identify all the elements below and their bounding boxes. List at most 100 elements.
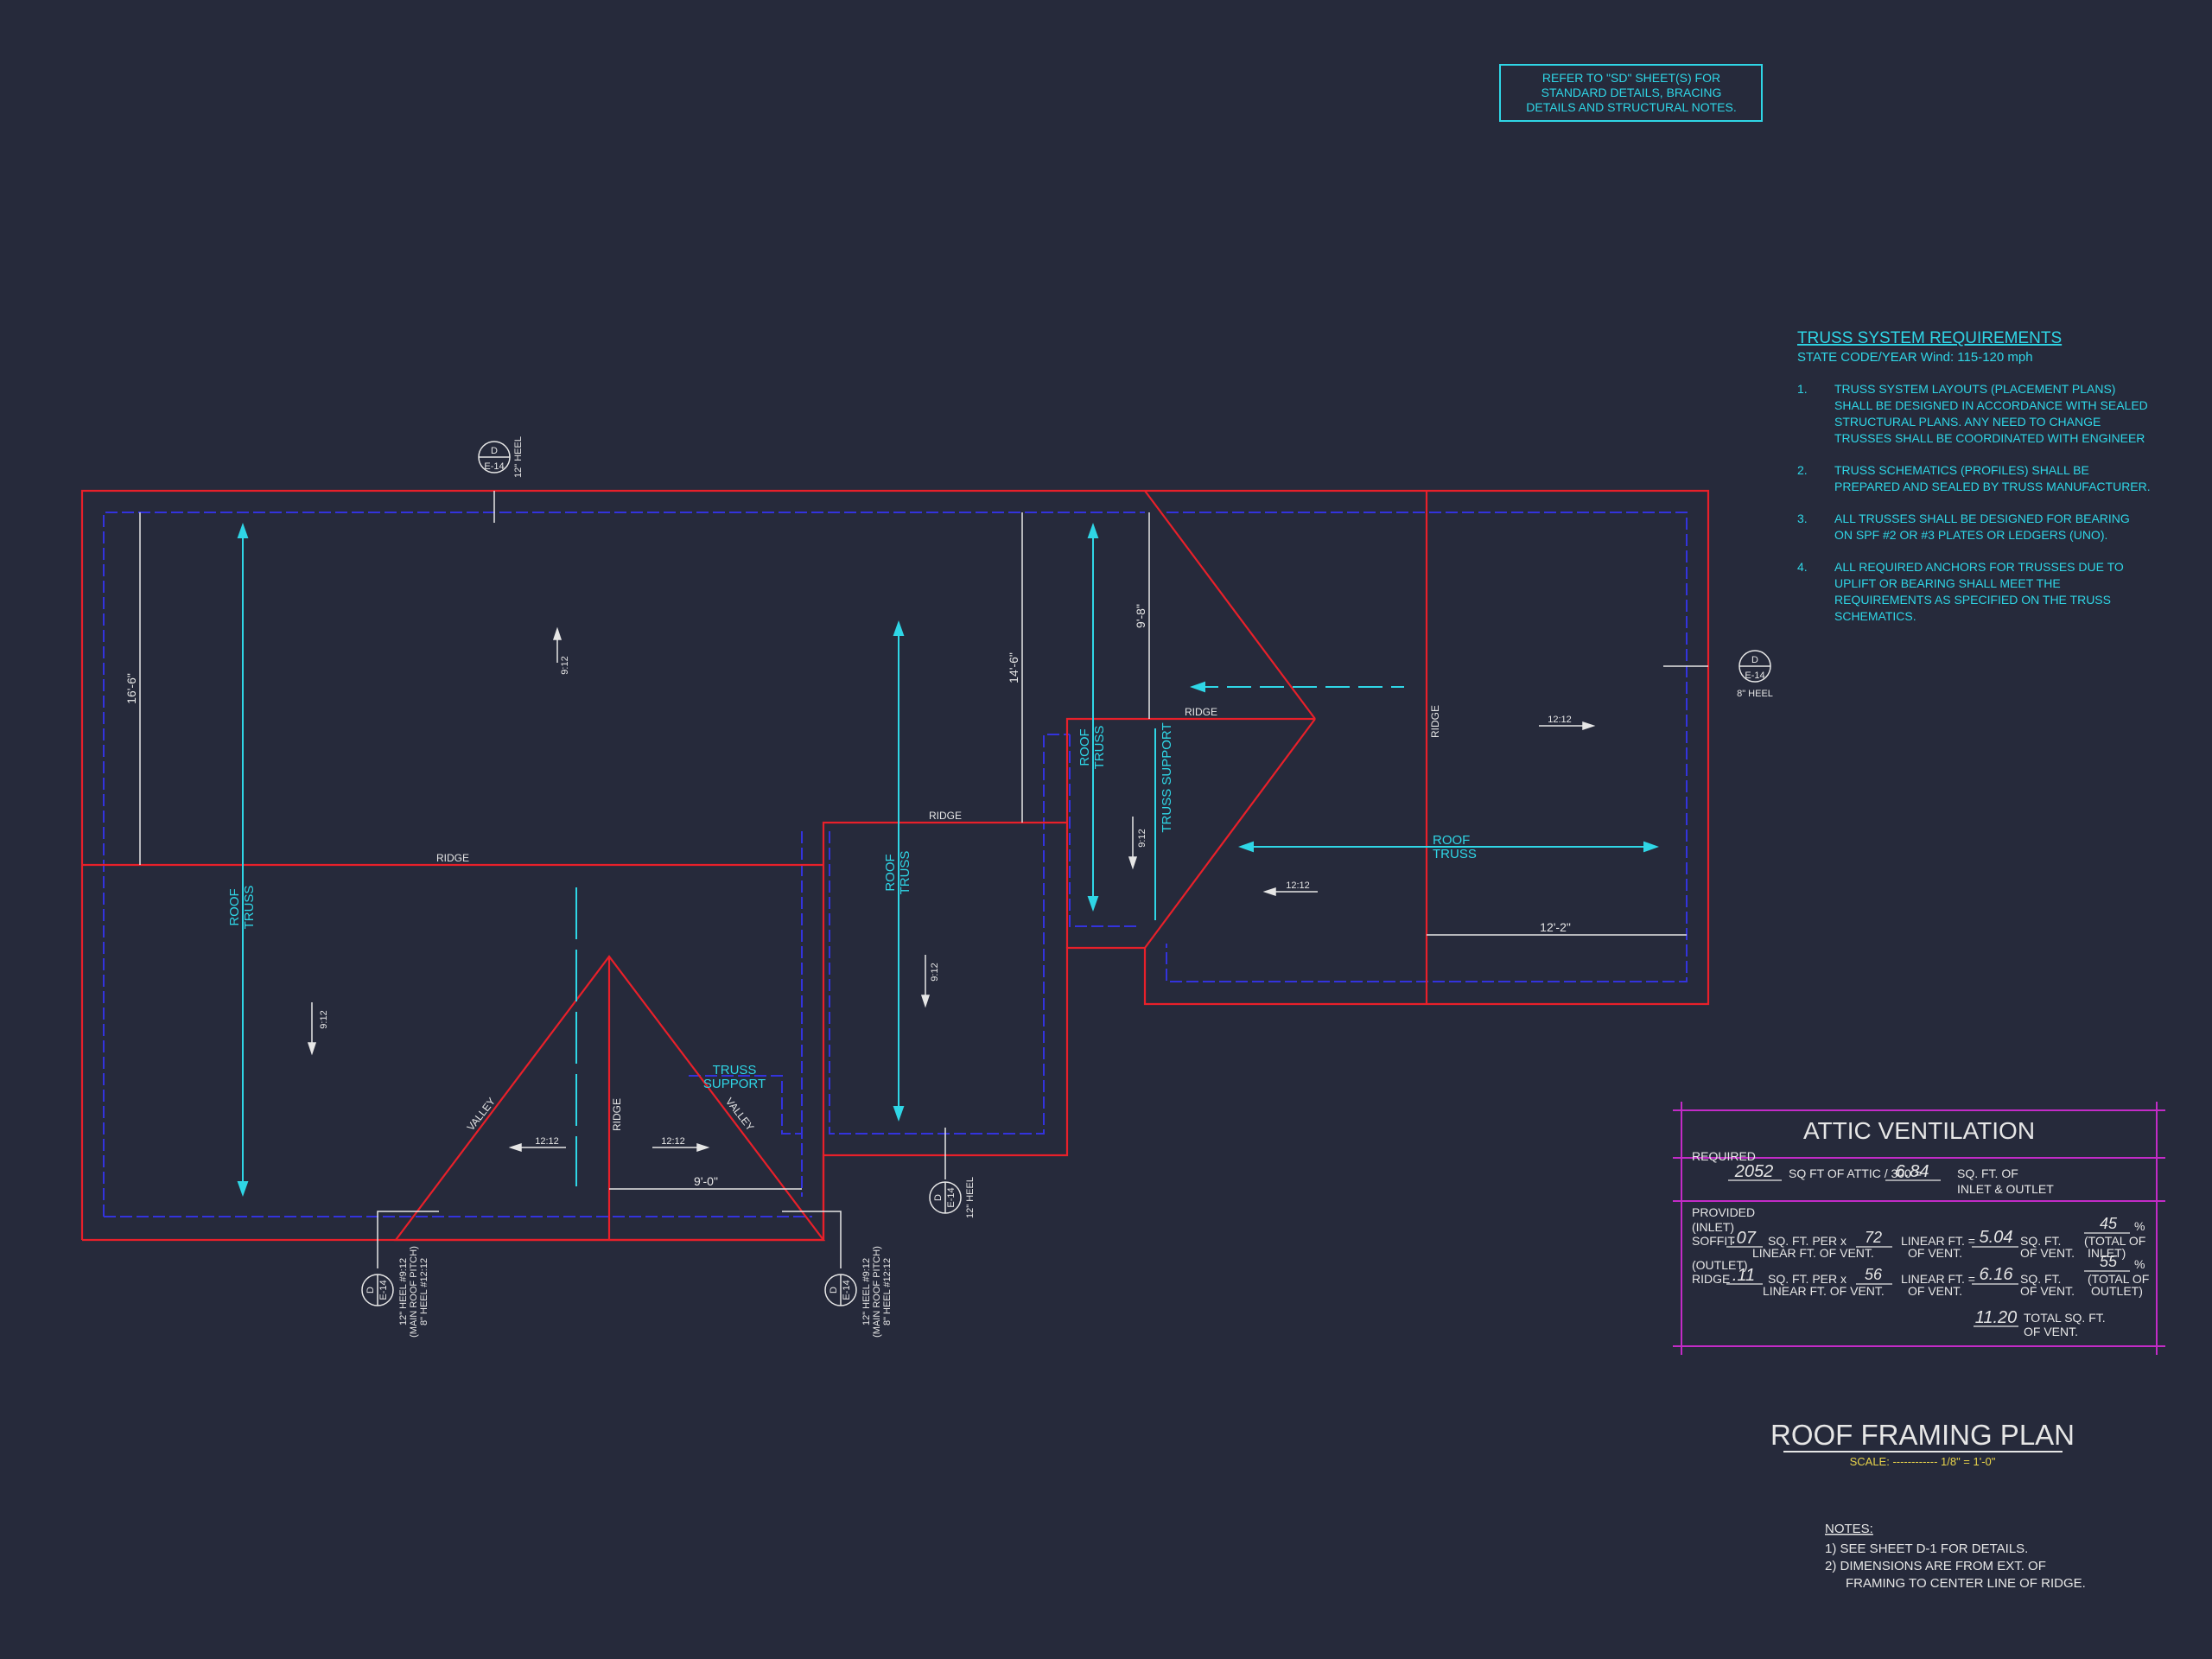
detail-tag-bottom-heel: 12" HEEL: [965, 1177, 976, 1218]
attic-ridge-lf-vent: LINEAR FT. OF VENT.: [1763, 1284, 1885, 1298]
truss-req-1-line-2: SHALL BE DESIGNED IN ACCORDANCE WITH SEA…: [1834, 398, 2148, 412]
roof-truss-labels: ROOF TRUSS ROOF TRUSS ROOF TRUSS ROOF TR…: [227, 722, 1477, 1091]
truss-req-1-line-4: TRUSSES SHALL BE COORDINATED WITH ENGINE…: [1834, 431, 2145, 445]
truss-req-4-line-4: SCHEMATICS.: [1834, 609, 1916, 623]
truss-arrowhead-right-right: [1643, 841, 1659, 853]
refer-note-line-2: STANDARD DETAILS, BRACING: [1541, 86, 1722, 99]
attic-soffit-sqft: 5.04: [1980, 1228, 2013, 1247]
detail-tag-left-b-d: D: [829, 1287, 839, 1294]
truss-req-title: TRUSS SYSTEM REQUIREMENTS: [1797, 329, 2062, 347]
refer-note-line-3: DETAILS AND STRUCTURAL NOTES.: [1526, 100, 1736, 114]
attic-ridge-pct: 55: [2100, 1253, 2118, 1270]
notes-line-1: 1) SEE SHEET D-1 FOR DETAILS.: [1825, 1541, 2028, 1556]
slope-arrowhead-2: [307, 1042, 317, 1056]
attic-ventilation-table: ATTIC VENTILATION REQUIRED 2052 SQ FT OF…: [1673, 1102, 2165, 1355]
attic-soffit-lf-vent: LINEAR FT. OF VENT.: [1752, 1246, 1874, 1260]
ridge-label-upper: RIDGE: [1185, 706, 1217, 718]
roof-truss-label-right-2: TRUSS: [1433, 847, 1477, 861]
roof-truss-label-left-1: ROOF: [227, 888, 242, 925]
roof-truss-label-left-2: TRUSS: [242, 886, 257, 930]
refer-note-line-1: REFER TO "SD" SHEET(S) FOR: [1542, 71, 1720, 85]
truss-req-4-line-3: REQUIREMENTS AS SPECIFIED ON THE TRUSS: [1834, 593, 2111, 607]
wall-ridge-upper: [1065, 717, 1315, 948]
detail-tag-left-b-heel-3: 8" HEEL #12:12: [882, 1258, 893, 1325]
attic-soffit-lf-text: LINEAR FT. =: [1901, 1234, 1975, 1248]
eave-line-notch: [1069, 734, 1141, 927]
detail-tag-left-a-heel-1: 12" HEEL #9:12: [398, 1258, 409, 1325]
pitch-label-1: 9:12: [560, 656, 570, 674]
attic-req-result: 6.84: [1896, 1162, 1929, 1181]
slope-arrowhead-6: [1262, 887, 1276, 897]
attic-total-val: 11.20: [1975, 1308, 2018, 1327]
pitch-label-2: 9:12: [319, 1010, 329, 1028]
notes-line-2: 2) DIMENSIONS ARE FROM EXT. OF: [1825, 1559, 2046, 1573]
attic-req-text: SQ FT OF ATTIC / 300 =: [1789, 1166, 1922, 1180]
slope-arrows: [307, 626, 1596, 1153]
truss-support-label-1: TRUSS: [713, 1063, 757, 1077]
truss-req-num-1: 1.: [1797, 382, 1808, 396]
detail-tag-left-b-heel-2: (MAIN ROOF PITCH): [872, 1246, 882, 1338]
detail-tag-texts: D E-14 12" HEEL D E-14 12" HEEL D E-14 8…: [365, 436, 1773, 1338]
attic-ridge-val: .11: [1732, 1266, 1755, 1285]
ridge-label-main: RIDGE: [436, 852, 469, 864]
detail-tag-bottom-e14: E-14: [946, 1187, 957, 1207]
attic-total-text: TOTAL SQ. FT.: [2024, 1311, 2106, 1325]
attic-req-sqft: 2052: [1734, 1162, 1774, 1181]
attic-soffit-lf: 72: [1865, 1229, 1882, 1246]
eave-line-main-outer: [103, 512, 1145, 1217]
truss-arrowhead-upper-bottom: [1087, 896, 1099, 912]
attic-soffit-pct-sign: %: [2134, 1219, 2145, 1233]
refer-note-box: REFER TO "SD" SHEET(S) FOR STANDARD DETA…: [1499, 64, 1763, 122]
attic-ridge-lf: 56: [1865, 1266, 1883, 1283]
roof-truss-label-center-2: TRUSS: [898, 851, 912, 895]
attic-ridge-total-of: (TOTAL OF: [2088, 1272, 2149, 1286]
ridge-label-right: RIDGE: [1429, 705, 1441, 738]
wall-lines: [80, 489, 1710, 1242]
detail-tag-bottom-d: D: [933, 1194, 944, 1201]
truss-arrowhead-center-top: [893, 620, 905, 636]
pitch-labels: 9:12 9:12 9:12 9:12 12:12 12:12 12:12 12…: [319, 656, 1572, 1147]
notes-block: NOTES: 1) SEE SHEET D-1 FOR DETAILS. 2) …: [1825, 1522, 2086, 1591]
detail-tag-left-a-d: D: [365, 1287, 376, 1294]
detail-tag-left-b-heel-1: 12" HEEL #9:12: [861, 1258, 872, 1325]
slope-arrowhead-7: [508, 1142, 522, 1153]
pitch-label-7: 12:12: [535, 1136, 559, 1147]
pitch-label-8: 12:12: [661, 1136, 685, 1147]
truss-arrowhead-right-left: [1238, 841, 1254, 853]
truss-requirements: TRUSS SYSTEM REQUIREMENTS STATE CODE/YEA…: [1797, 329, 2151, 623]
dim-text-12-2: 12'-2": [1540, 920, 1571, 934]
roof-truss-label-center-1: ROOF: [883, 854, 898, 891]
pitch-label-5: 12:12: [1548, 715, 1572, 725]
plan-title-block: ROOF FRAMING PLAN SCALE: ------------ 1/…: [1770, 1419, 2075, 1468]
wall-center-bay: [822, 821, 1067, 1240]
attic-ridge-pct-sign: %: [2134, 1257, 2145, 1271]
attic-ridge-sqft-text: SQ. FT.: [2020, 1272, 2061, 1286]
truss-req-3-line-2: ON SPF #2 OR #3 PLATES OR LEDGERS (UNO).: [1834, 528, 2107, 542]
hip-line-lower: [1144, 718, 1316, 949]
dim-text-14-6: 14'-6": [1007, 652, 1020, 683]
truss-req-num-2: 2.: [1797, 463, 1808, 477]
truss-req-subtitle: STATE CODE/YEAR Wind: 115-120 mph: [1797, 350, 2033, 365]
attic-soffit-inlet-close: INLET): [2088, 1246, 2126, 1260]
dim-text-9-8: 9'-8": [1134, 604, 1147, 628]
truss-req-4-line-1: ALL REQUIRED ANCHORS FOR TRUSSES DUE TO: [1834, 560, 2124, 574]
attic-outlet-label: (OUTLET): [1692, 1258, 1748, 1272]
ridge-label-center: RIDGE: [929, 810, 962, 822]
eave-line-right-wing: [1166, 512, 1688, 982]
attic-inlet-label: (INLET): [1692, 1220, 1734, 1234]
attic-soffit-of-vent-2: OF VENT.: [2020, 1246, 2075, 1260]
attic-soffit-val: .07: [1732, 1229, 1757, 1248]
slope-arrowhead-8: [696, 1142, 710, 1153]
truss-req-1-line-1: TRUSS SYSTEM LAYOUTS (PLACEMENT PLANS): [1834, 382, 2115, 396]
truss-req-4-line-2: UPLIFT OR BEARING SHALL MEET THE: [1834, 576, 2061, 590]
detail-tag-top-heel: 12" HEEL: [513, 436, 524, 478]
refer-note-border: [1499, 64, 1763, 122]
detail-tag-left-a-heel-3: 8" HEEL #12:12: [419, 1258, 429, 1325]
scale-label: SCALE: ------------ 1/8" = 1'-0": [1850, 1455, 1996, 1468]
detail-tag-left-a-heel-2: (MAIN ROOF PITCH): [409, 1246, 419, 1338]
attic-req-unit-2: INLET & OUTLET: [1957, 1182, 2054, 1196]
eave-line-center-bay: [829, 734, 1070, 1135]
slope-arrowhead-3: [920, 995, 931, 1008]
detail-tag-top-e14: E-14: [484, 461, 504, 472]
